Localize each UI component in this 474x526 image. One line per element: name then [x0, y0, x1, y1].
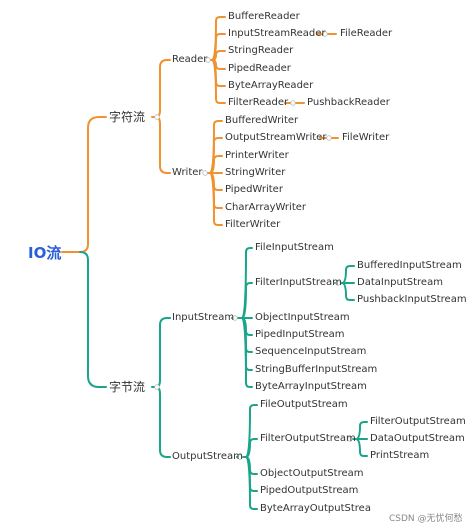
- output-collapse-dot: [237, 454, 243, 460]
- filterinput-branch-2: [341, 282, 355, 301]
- byte-to-input-line: [151, 317, 171, 388]
- output-filter-child-2: PrintStream: [370, 450, 430, 461]
- reader-child-0: BuffereReader: [228, 11, 300, 22]
- writer-child-3: StringWriter: [225, 167, 286, 178]
- input-branch-6: [241, 317, 253, 388]
- output-filter-child-1: DataOutputStream: [370, 433, 465, 444]
- input-collapse-dot: [232, 315, 238, 321]
- char-collapse-dot: [154, 114, 160, 120]
- input-child-6: ByteArrayInputStream: [255, 381, 367, 392]
- output-child-3: PipedOutputStream: [260, 485, 359, 496]
- output-child-1: FilterOutputStream: [260, 433, 356, 444]
- char-stream-node: 字符流: [109, 110, 146, 124]
- writer-child-2: PrinterWriter: [225, 150, 289, 161]
- char-to-reader-line: [151, 59, 171, 118]
- osw-collapse-dot: [326, 135, 332, 141]
- writer-node: Writer: [172, 167, 203, 178]
- reader-child-5: FilterReader: [228, 97, 289, 108]
- pushbackreader-node: PushbackReader: [307, 97, 390, 108]
- filteroutput-branch-2: [355, 438, 368, 457]
- byte-stream-node: 字节流: [109, 380, 146, 394]
- output-filter-child-0: FilterOutputStream: [370, 416, 466, 427]
- reader-collapse-dot: [205, 57, 211, 63]
- writer-child-4: PipedWriter: [225, 184, 283, 195]
- writer-branch-6: [209, 172, 223, 226]
- input-branch-1: [241, 282, 253, 319]
- input-child-4: SequenceInputStream: [255, 346, 367, 357]
- writer-child-1: OutputStreamWriter: [225, 132, 327, 143]
- outputstream-node: OutputStream: [172, 451, 243, 462]
- input-filter-child-2: PushbackInputStream: [357, 294, 467, 305]
- output-branch-0: [245, 404, 258, 458]
- reader-child-1: InputStreamReader: [228, 28, 326, 39]
- reader-child-3: PipedReader: [228, 63, 291, 74]
- writer-collapse-dot: [202, 170, 208, 176]
- filewriter-node: FileWriter: [342, 132, 390, 143]
- output-branch-4: [245, 456, 258, 510]
- input-child-2: ObjectInputStream: [255, 312, 350, 323]
- char-to-writer-line: [155, 116, 171, 174]
- input-filter-child-0: BufferedInputStream: [357, 260, 462, 271]
- byte-collapse-dot: [154, 384, 160, 390]
- isr-collapse-dot: [322, 31, 328, 37]
- reader-node: Reader: [172, 54, 208, 65]
- root-to-byte-line: [79, 251, 107, 388]
- output-child-4: ByteArrayOutputStrea: [260, 503, 371, 514]
- writer-child-6: FilterWriter: [225, 219, 281, 230]
- writer-branch-0: [209, 120, 223, 174]
- filteroutput-collapse-dot: [347, 436, 353, 442]
- writer-child-0: BufferedWriter: [225, 115, 299, 126]
- filterreader-collapse-dot: [290, 100, 296, 106]
- filteroutput-branch-0: [355, 421, 368, 440]
- input-child-0: FileInputStream: [255, 242, 334, 253]
- output-branch-1: [245, 438, 258, 458]
- watermark: CSDN @无忧何愁: [389, 514, 463, 524]
- reader-branch-0: [211, 16, 226, 61]
- input-child-1: FilterInputStream: [255, 277, 342, 288]
- inputstream-node: InputStream: [172, 312, 235, 323]
- reader-child-2: StringReader: [228, 45, 294, 56]
- input-branch-5: [241, 317, 253, 371]
- filereader-node: FileReader: [340, 28, 393, 39]
- reader-branch-5: [211, 59, 226, 104]
- input-filter-child-1: DataInputStream: [357, 277, 443, 288]
- output-child-0: FileOutputStream: [260, 399, 348, 410]
- input-child-5: StringBufferInputStream: [255, 364, 378, 375]
- reader-child-4: ByteArrayReader: [228, 80, 314, 91]
- output-child-2: ObjectOutputStream: [260, 468, 364, 479]
- byte-to-output-line: [155, 386, 171, 458]
- filterinput-collapse-dot: [335, 280, 341, 286]
- root-to-char-line: [61, 116, 107, 253]
- root-node: IO流: [28, 244, 62, 262]
- writer-branch-2: [209, 155, 223, 174]
- writer-child-5: CharArrayWriter: [225, 202, 307, 213]
- reader-branch-1: [211, 33, 226, 61]
- input-child-3: PipedInputStream: [255, 329, 345, 340]
- filterinput-branch-0: [341, 265, 355, 284]
